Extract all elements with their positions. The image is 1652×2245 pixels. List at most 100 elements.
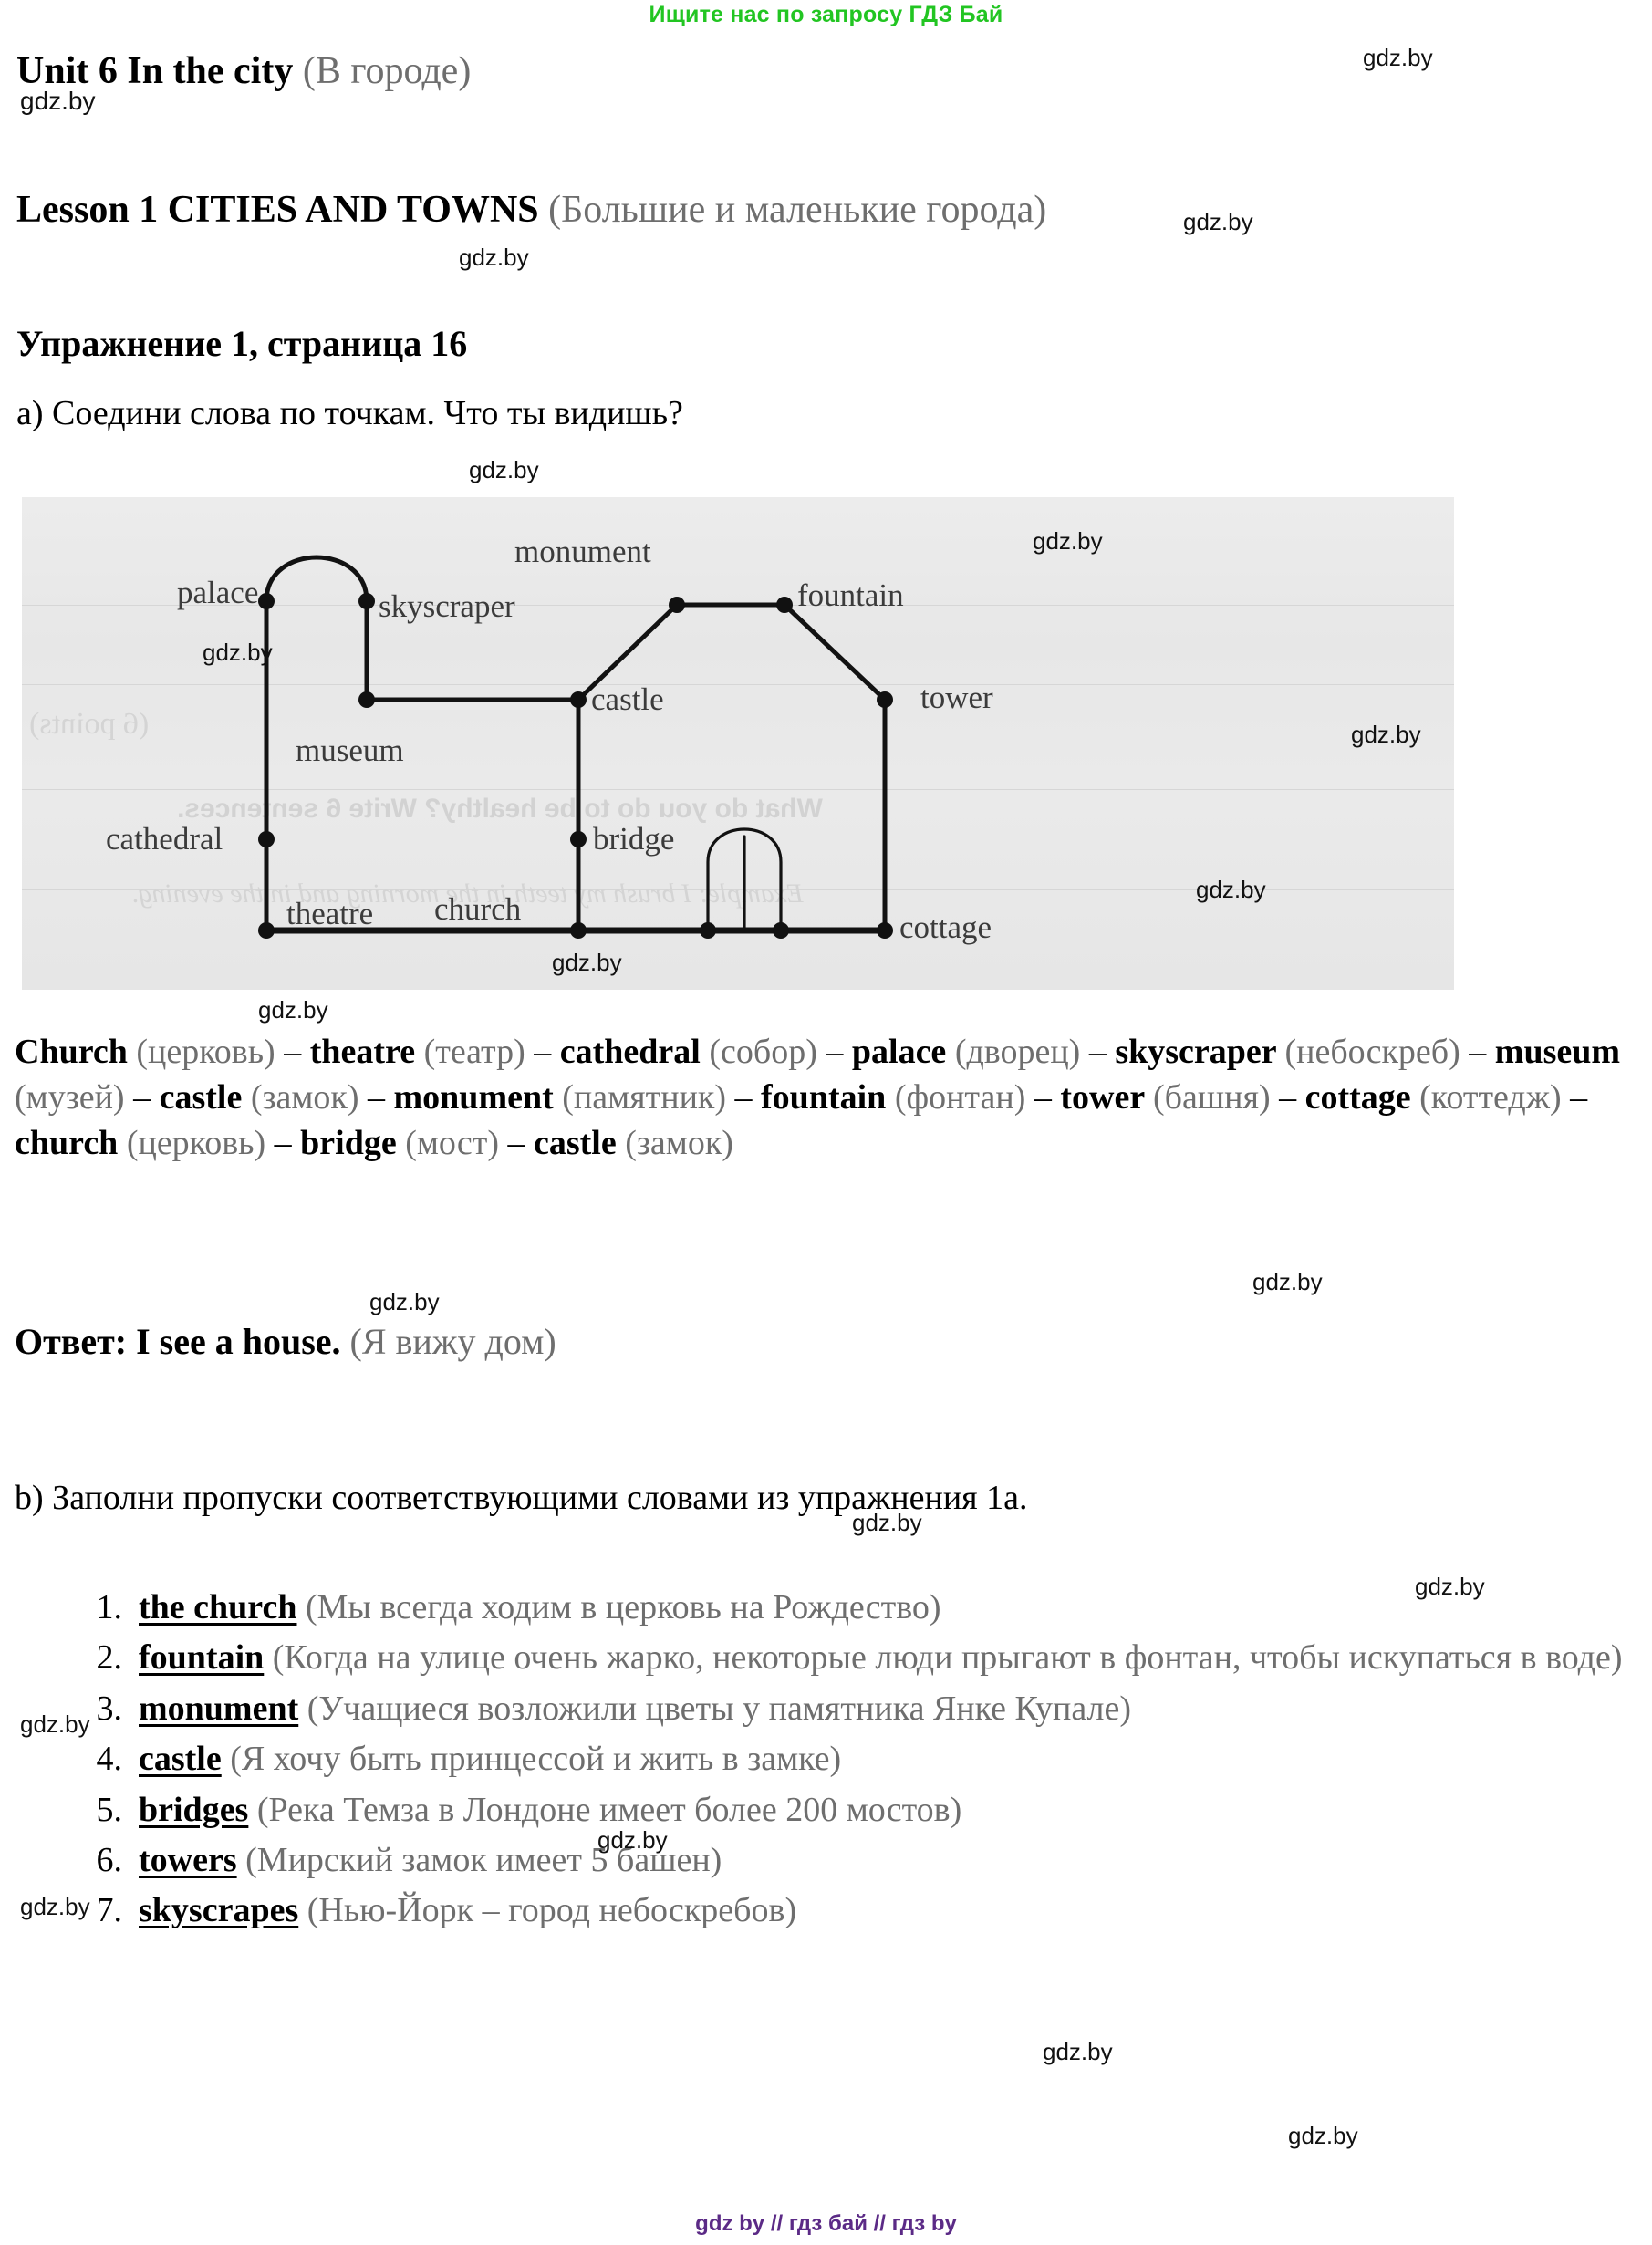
figure-paper-background: [22, 497, 1454, 990]
chain-word-ru: (фонтан): [894, 1078, 1026, 1117]
chain-word-ru: (мост): [405, 1124, 499, 1163]
answer-keyword: monument: [139, 1689, 299, 1728]
chain-word-en: monument: [393, 1078, 563, 1117]
answer-body: fountain (Когда на улице очень жарко, не…: [139, 1636, 1649, 1680]
figure-label-cathedral: cathedral: [106, 821, 223, 857]
answer-keyword: bridges: [139, 1790, 249, 1829]
chain-word-en: castle: [159, 1078, 251, 1117]
chain-separator: –: [1270, 1078, 1305, 1117]
chain-word-ru: (музей): [15, 1078, 125, 1117]
figure-label-museum: museum: [296, 733, 404, 768]
chain-word-en: theatre: [309, 1033, 424, 1071]
dot-palace: [258, 593, 275, 609]
figure-label-cottage: cottage: [899, 909, 992, 945]
chain-separator: –: [1561, 1078, 1588, 1117]
answer-keyword: skyscrapes: [139, 1891, 299, 1930]
answer-row: 5. bridges (Река Темза в Лондоне имеет бо…: [71, 1788, 1649, 1833]
answer-body: bridges (Река Темза в Лондоне имеет боле…: [139, 1788, 1649, 1833]
answer-translation: (Когда на улице очень жарко, некоторые л…: [264, 1638, 1623, 1678]
dot-door-left: [700, 922, 716, 939]
answer-number: 6.: [96, 1840, 123, 1879]
dot-church: [570, 922, 587, 939]
chain-word-ru: (замок): [250, 1078, 359, 1117]
chain-word-en: tower: [1060, 1078, 1154, 1117]
chain-word-en: Church: [15, 1033, 137, 1071]
figure-label-palace: palace: [177, 575, 259, 610]
gdz-watermark: gdz.by: [1363, 44, 1433, 71]
chain-separator: –: [1025, 1078, 1061, 1117]
answer-row: 4.castle (Я хочу быть принцессой и жить …: [71, 1737, 1649, 1782]
figure-label-fountain: fountain: [797, 577, 904, 613]
chain-word-en: palace: [851, 1033, 955, 1071]
chain-word-en: castle: [534, 1124, 626, 1163]
answer-body: monument (Учащиеся возложили цветы у пам…: [139, 1687, 1649, 1731]
answer-row: 1.the church (Мы всегда ходим в церковь …: [71, 1585, 1649, 1630]
chain-separator: –: [275, 1033, 310, 1071]
unit-heading: Unit 6 In the city (В городе): [16, 50, 471, 92]
dot-bridge: [570, 831, 587, 847]
chain-word-en: skyscraper: [1115, 1033, 1285, 1071]
answer-translation: (Я вижу дом): [349, 1321, 556, 1362]
answer-number: 1.: [96, 1588, 123, 1627]
answer-number: 2.: [96, 1638, 123, 1678]
figure-rule-line: [22, 684, 1454, 685]
answer-translation: (Я хочу быть принцессой и жить в замке): [221, 1740, 842, 1779]
task-a-prompt: a) Соедини слова по точкам. Что ты видиш…: [16, 394, 683, 432]
chain-word-ru: (театр): [423, 1033, 525, 1071]
gdz-watermark: gdz.by: [369, 1288, 440, 1315]
unit-heading-en: Unit 6 In the city: [16, 50, 294, 92]
chain-separator: –: [816, 1033, 852, 1071]
chain-word-ru: (церковь): [126, 1124, 266, 1163]
answer-translation: (Учащиеся возложили цветы у памятника Ян…: [298, 1689, 1132, 1728]
lesson-heading-en: Lesson 1 CITIES AND TOWNS: [16, 189, 539, 231]
chain-word-en: cottage: [1304, 1078, 1420, 1117]
figure-label-church: church: [434, 891, 522, 927]
answer-number: 5.: [96, 1790, 123, 1829]
figure-rule-line: [22, 789, 1454, 790]
dot-museum: [358, 691, 375, 708]
gdz-watermark: gdz.by: [1252, 1268, 1323, 1295]
chain-separator: –: [358, 1078, 394, 1117]
dot-door-right: [773, 922, 789, 939]
chain-word-en: bridge: [300, 1124, 406, 1163]
lesson-heading-ru: (Большие и маленькие города): [548, 189, 1047, 231]
gdz-watermark: gdz.by: [469, 456, 539, 483]
gdz-watermark: gdz.by: [1183, 208, 1253, 235]
chain-word-ru: (церковь): [136, 1033, 275, 1071]
dot-monument: [669, 597, 685, 613]
task-b-prompt: b) Заполни пропуски соответствующими сло…: [15, 1479, 1028, 1517]
answer-row: 3. monument (Учащиеся возложили цветы у п…: [71, 1687, 1649, 1731]
chain-word-en: museum: [1494, 1033, 1621, 1071]
dot-theatre: [258, 922, 275, 939]
dot-castle: [570, 691, 587, 708]
chain-word-en: fountain: [761, 1078, 895, 1117]
house-outline-svg: [258, 555, 893, 939]
answer-row: 6.towers (Мирский замок имеет 5 башен): [71, 1838, 1649, 1883]
answer-translation: (Мы всегда ходим в церковь на Рождество): [296, 1588, 941, 1627]
answer-number: 7.: [96, 1891, 123, 1930]
chain-word-ru: (замок): [625, 1124, 733, 1163]
dot-tower: [877, 691, 893, 708]
chain-word-ru: (собор): [709, 1033, 817, 1071]
dot-cathedral: [258, 831, 275, 847]
answer-body: skyscrapes (Нью-Йорк – город небоскребов…: [139, 1888, 1649, 1933]
answer-row: 2. fountain (Когда на улице очень жарко, …: [71, 1636, 1649, 1680]
chain-separator: –: [1080, 1033, 1116, 1071]
gdz-watermark: gdz.by: [459, 244, 529, 271]
unit-heading-ru: (В городе): [302, 50, 472, 92]
answer-number: 3.: [96, 1689, 123, 1728]
gdz-watermark: gdz.by: [258, 996, 328, 1024]
chain-separator: –: [525, 1033, 560, 1071]
answer-body: castle (Я хочу быть принцессой и жить в …: [139, 1737, 1649, 1782]
answer-translation: (Нью-Йорк – город небоскребов): [298, 1891, 797, 1930]
answer-line: Ответ: I see a house. (Я вижу дом): [15, 1320, 556, 1363]
answer-row: 7. skyscrapes (Нью-Йорк – город небоскреб…: [71, 1888, 1649, 1933]
figure-rule-line: [22, 889, 1454, 890]
figure-label-skyscraper: skyscraper: [379, 588, 515, 624]
lesson-heading: Lesson 1 CITIES AND TOWNS (Большие и мал…: [16, 189, 1046, 231]
footer-watermark: gdz by // гдз бай // гдз by: [695, 2211, 957, 2236]
chain-separator: –: [1460, 1033, 1495, 1071]
answer-keyword: castle: [139, 1740, 222, 1779]
chain-word-en: church: [15, 1124, 127, 1163]
